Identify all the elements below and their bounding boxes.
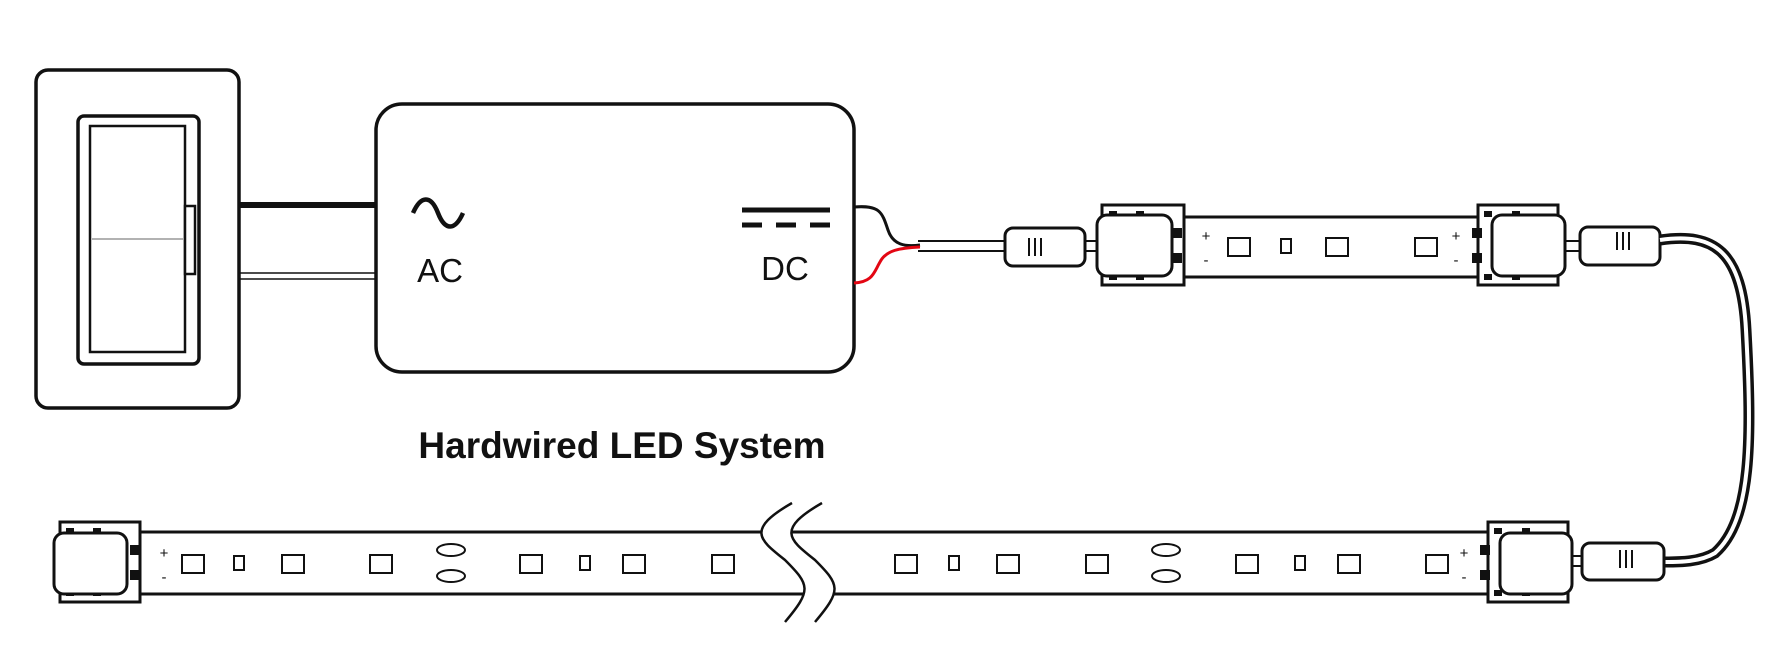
- polarity-plus: +: [1460, 545, 1469, 562]
- led-chip: [1414, 237, 1438, 257]
- connector-icon: [1570, 541, 1666, 582]
- led-driver: AC DC: [374, 102, 856, 374]
- cut-break-icon: [760, 501, 836, 623]
- resistor: [579, 555, 591, 571]
- jumper-cable: [1659, 232, 1755, 568]
- cut-mark: [436, 543, 466, 583]
- resistor: [233, 555, 245, 571]
- wall-switch-icon: [34, 68, 241, 410]
- led-chip: [181, 554, 205, 574]
- cut-mark: [1151, 543, 1181, 583]
- polarity-minus: -: [1454, 252, 1459, 269]
- led-chip: [1337, 554, 1361, 574]
- led-chip: [1085, 554, 1109, 574]
- led-chip: [369, 554, 393, 574]
- connector-icon: [1565, 225, 1662, 267]
- led-chip: [894, 554, 918, 574]
- strip-clip-left: [52, 520, 142, 604]
- polarity-minus: -: [1462, 569, 1467, 586]
- polarity-plus: +: [1452, 228, 1461, 245]
- led-strip-short: + - + -: [1095, 203, 1567, 287]
- led-chip: [622, 554, 646, 574]
- polarity-plus: +: [160, 545, 169, 562]
- dc-label: DC: [761, 250, 809, 287]
- led-chip: [996, 554, 1020, 574]
- led-chip: [519, 554, 543, 574]
- resistor: [1294, 555, 1306, 571]
- strip-clip-right: [1472, 203, 1567, 287]
- dc-symbol-icon: [742, 207, 830, 228]
- ac-sine-icon: [410, 197, 466, 229]
- led-strip-long: + - + -: [52, 501, 1574, 623]
- connector-icon: [1003, 226, 1099, 268]
- led-chip: [281, 554, 305, 574]
- polarity-minus: -: [162, 569, 167, 586]
- ac-input-wires: [239, 202, 376, 280]
- led-chip: [1325, 237, 1349, 257]
- led-chip: [711, 554, 735, 574]
- led-chip: [1425, 554, 1449, 574]
- ac-label: AC: [417, 252, 463, 289]
- diagram-title: Hardwired LED System: [418, 425, 825, 466]
- led-chip: [1235, 554, 1259, 574]
- polarity-minus: -: [1204, 252, 1209, 269]
- dc-output-leads: [853, 205, 1005, 285]
- polarity-plus: +: [1202, 228, 1211, 245]
- strip-clip-right: [1480, 520, 1574, 604]
- resistor: [1280, 238, 1292, 254]
- strip-clip-left: [1095, 203, 1186, 287]
- resistor: [948, 555, 960, 571]
- led-chip: [1227, 237, 1251, 257]
